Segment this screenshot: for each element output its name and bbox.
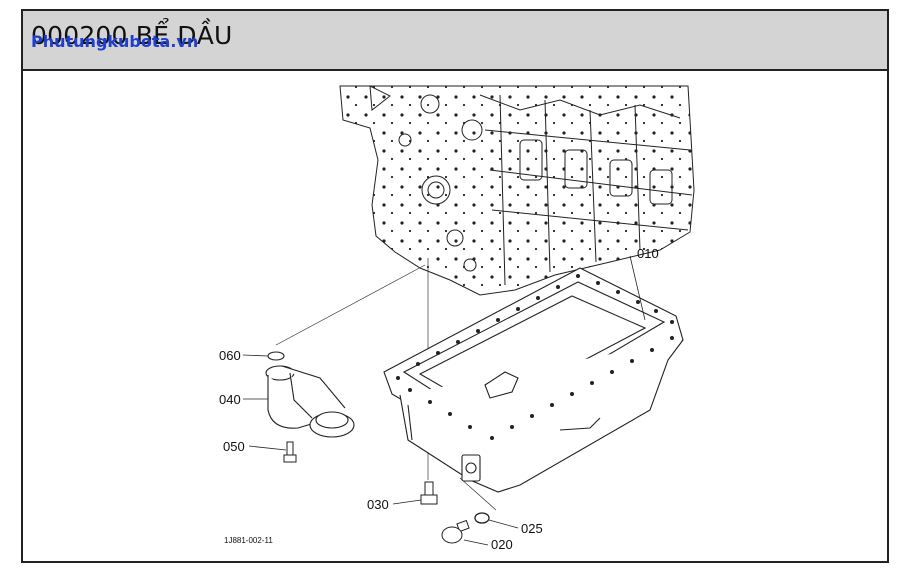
callout-010: 010 bbox=[637, 246, 659, 261]
callout-060: 060 bbox=[219, 348, 241, 363]
bolt-030 bbox=[420, 481, 438, 505]
callout-025: 025 bbox=[521, 521, 543, 536]
engine-block bbox=[339, 85, 695, 296]
callout-leaders bbox=[242, 255, 646, 546]
oring-025 bbox=[474, 512, 490, 524]
callout-040: 040 bbox=[219, 392, 241, 407]
watermark-text: Phutungkubota.vn bbox=[31, 32, 199, 51]
callout-020: 020 bbox=[491, 537, 513, 552]
bolt-050 bbox=[283, 441, 297, 463]
oil-strainer bbox=[265, 351, 355, 438]
page-title: 000200 BỂ DẦU bbox=[31, 21, 233, 50]
oil-pan bbox=[383, 267, 684, 493]
drain-plug-020 bbox=[441, 519, 470, 544]
callout-030: 030 bbox=[367, 497, 389, 512]
drawing-code: 1J881-002-11 bbox=[224, 536, 273, 545]
header-bar: 000200 BỂ DẦU Phutungkubota.vn bbox=[23, 11, 887, 71]
callout-050: 050 bbox=[223, 439, 245, 454]
